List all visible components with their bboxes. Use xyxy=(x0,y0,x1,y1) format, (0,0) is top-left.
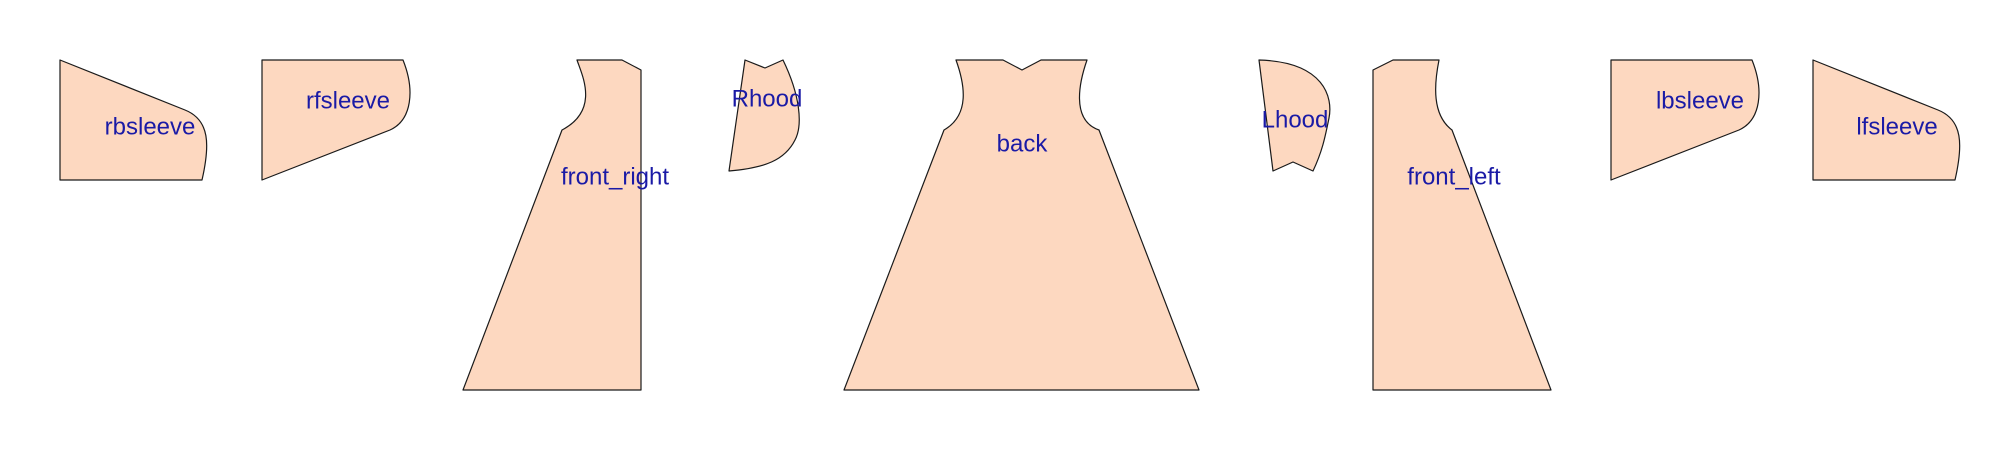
piece-lhood: Lhood xyxy=(1258,59,1331,172)
piece-lfsleeve: lfsleeve xyxy=(1812,59,1961,181)
piece-front-left: front_left xyxy=(1372,59,1552,391)
rfsleeve-shape xyxy=(261,59,411,181)
back-shape xyxy=(843,59,1200,391)
piece-rfsleeve: rfsleeve xyxy=(261,59,411,181)
front-left-label: front_left xyxy=(1407,163,1501,190)
piece-rhood: Rhood xyxy=(728,59,803,172)
piece-front-right: front_right xyxy=(462,59,669,391)
rbsleeve-label: rbsleeve xyxy=(105,113,196,140)
lbsleeve-label: lbsleeve xyxy=(1656,87,1744,114)
front-right-label: front_right xyxy=(561,163,669,190)
lhood-shape xyxy=(1258,59,1331,172)
front-left-shape xyxy=(1372,59,1552,391)
lhood-label: Lhood xyxy=(1262,106,1329,133)
rhood-shape xyxy=(728,59,800,172)
back-label: back xyxy=(997,130,1049,157)
piece-back: back xyxy=(843,59,1200,391)
lfsleeve-shape xyxy=(1812,59,1961,181)
piece-lbsleeve: lbsleeve xyxy=(1610,59,1760,181)
rhood-label: Rhood xyxy=(732,85,803,112)
piece-rbsleeve: rbsleeve xyxy=(59,59,208,181)
rfsleeve-label: rfsleeve xyxy=(306,87,390,114)
lfsleeve-label: lfsleeve xyxy=(1856,113,1937,140)
front-right-shape xyxy=(462,59,642,391)
lbsleeve-shape xyxy=(1610,59,1760,181)
rbsleeve-shape xyxy=(59,59,208,181)
